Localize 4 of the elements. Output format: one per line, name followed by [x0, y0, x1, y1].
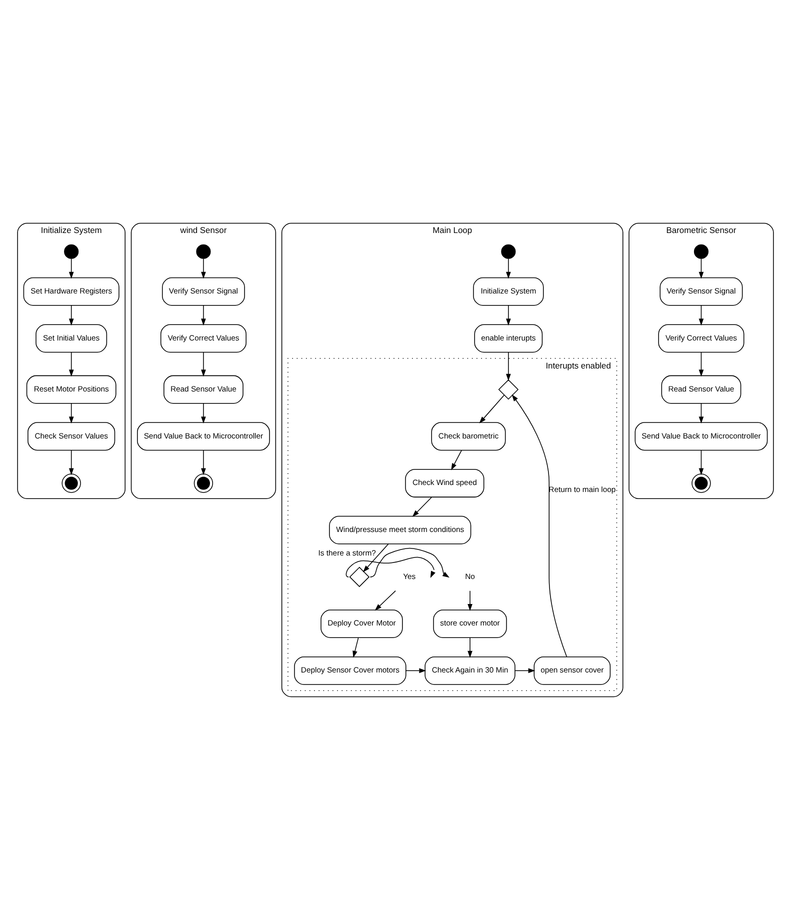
edge-label: Is there a storm?: [318, 548, 376, 558]
node-text: Yes: [403, 572, 416, 581]
edge-label: Return to main loop: [548, 485, 616, 494]
node-text: No: [465, 572, 475, 581]
